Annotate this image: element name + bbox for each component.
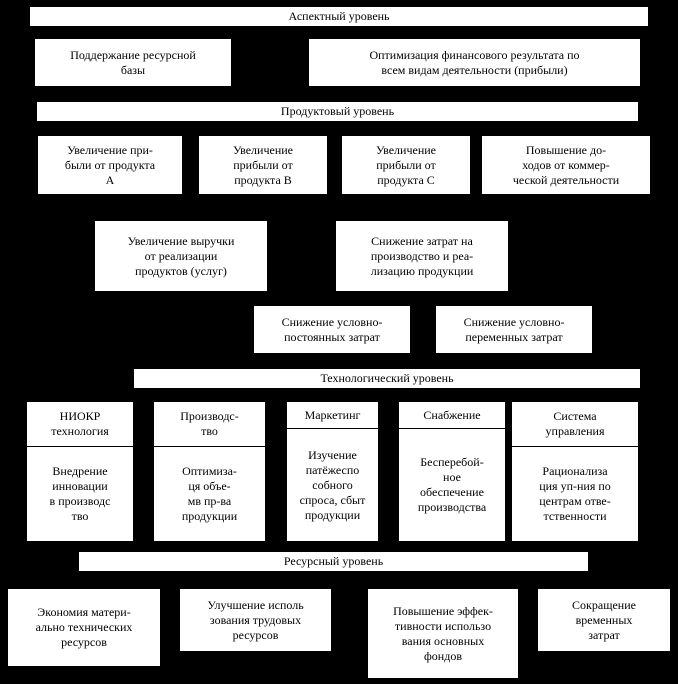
fixed-assets-box: Повышение эффек- тивности использо вания… [368, 589, 518, 678]
rnd-box: НИОКР технология Внедрение инновации в п… [27, 402, 133, 541]
production-box-title: Производс- тво [154, 402, 265, 447]
revenue-increase-box: Увеличение выручки от реализации продукт… [95, 221, 267, 291]
variable-costs-box: Снижение условно- переменных затрат [436, 306, 592, 353]
rnd-box-title: НИОКР технология [27, 402, 133, 447]
production-box-body: Оптимиза- ця объе- мв пр-ва продукции [181, 464, 238, 523]
product-c-box: Увеличение прибыли от продукта С [342, 136, 470, 194]
labor-resources-box: Улучшение исполь зования трудовых ресурс… [180, 589, 331, 651]
technology-level-header: Технологический уровень [134, 369, 640, 388]
supply-box: Снабжение Бесперебой- ное обеспечение пр… [399, 402, 505, 541]
supply-box-body: Бесперебой- ное обеспечение производства [417, 455, 487, 514]
management-system-box-body: Рационализа ция уп-ния по центрам отве- … [539, 464, 611, 523]
material-resources-box: Экономия матери- ально технических ресур… [8, 589, 160, 666]
supply-box-title: Снабжение [399, 402, 505, 429]
product-b-box: Увеличение прибыли от продукта В [199, 136, 327, 194]
marketing-box-body: Изучение патёжеспо собного спроса, сбыт … [299, 447, 366, 522]
aspect-level-header: Аспектный уровень [30, 7, 648, 26]
time-costs-box: Сокращение временных затрат [538, 589, 670, 651]
rnd-box-body: Внедрение инновации в производс тво [49, 464, 111, 523]
financial-result-box: Оптимизация финансового результата по вс… [309, 39, 640, 86]
production-box: Производс- тво Оптимиза- ця объе- мв пр-… [154, 402, 265, 541]
resource-level-header: Ресурсный уровень [79, 552, 588, 571]
commercial-income-box: Повышение до- ходов от коммер- ческой де… [482, 136, 650, 194]
fixed-costs-box: Снижение условно- постоянных затрат [254, 306, 410, 353]
marketing-box: Маркетинг Изучение патёжеспо собного спр… [287, 402, 378, 541]
resource-base-box: Поддержание ресурсной базы [35, 39, 231, 86]
management-system-box: Система управления Рационализа ция уп-ни… [512, 402, 638, 541]
product-a-box: Увеличение при- были от продукта А [38, 136, 182, 194]
marketing-box-title: Маркетинг [287, 402, 378, 429]
management-system-box-title: Система управления [512, 402, 638, 447]
cost-reduction-box: Снижение затрат на производство и реа- л… [336, 221, 508, 291]
product-level-header: Продуктовый уровень [37, 102, 638, 121]
